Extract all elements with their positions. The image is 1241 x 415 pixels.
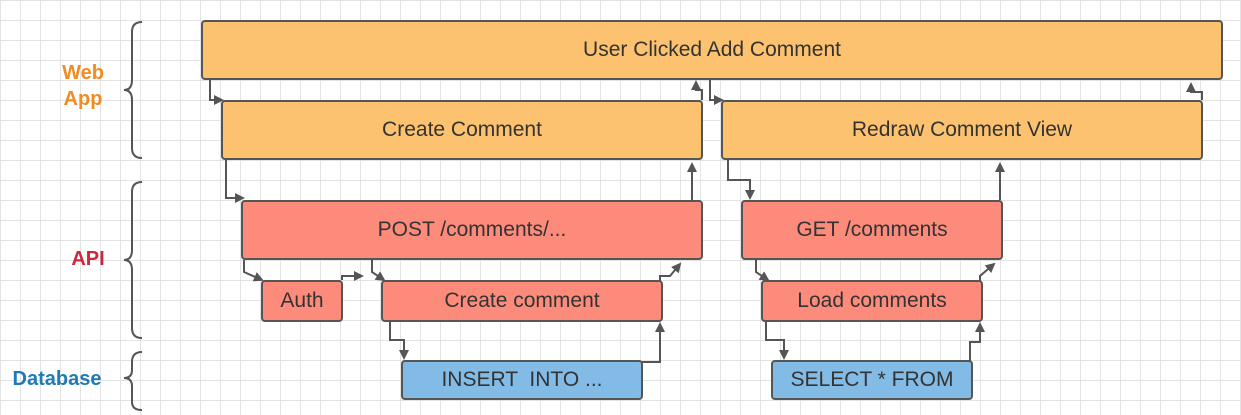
arrow-redraw-to-user [1186,82,1203,100]
webapp-brace [123,21,143,159]
node-label: SELECT * FROM [790,368,954,391]
arrow-load-to-select [765,320,789,360]
node-label: Create Comment [382,118,542,141]
node-label: INSERT INTO ... [441,368,603,391]
node-select-from: SELECT * FROM [771,360,973,400]
node-post-comments: POST /comments/... [241,200,703,260]
database-brace [123,351,143,411]
node-insert-into: INSERT INTO ... [401,360,643,400]
node-create-comment-view: Create Comment [221,100,703,160]
node-user-clicked-add-comment: User Clicked Add Comment [201,20,1223,80]
node-label: User Clicked Add Comment [583,38,841,61]
arrow-user-to-redraw [709,80,724,105]
arrow-createapi-to-post [659,262,682,282]
node-create-comment-api: Create comment [381,280,663,322]
tier-label-webapp: Web App [62,62,104,110]
node-label: Auth [280,289,324,312]
tier-label-database: Database [12,368,102,390]
node-redraw-comment-view: Redraw Comment View [721,100,1203,160]
arrow-redraw-to-get [727,160,755,200]
arrow-auth-to-post [341,271,364,281]
node-label: Redraw Comment View [851,118,1073,141]
api-brace [123,181,143,339]
arrow-create-to-user [691,80,703,100]
arrow-select-to-load [969,322,985,362]
arrow-load-to-get [979,262,996,282]
tier-label-api: API [71,248,105,270]
node-load-comments: Load comments [761,280,983,322]
arrow-post-to-auth [243,260,264,282]
node-label: GET /comments [796,218,948,241]
arrow-insert-to-createapi [642,322,665,363]
node-label: Create comment [444,289,600,312]
arrow-createapi-to-insert [389,320,409,360]
arrow-user-to-create [209,80,224,105]
node-auth: Auth [261,280,343,322]
node-label: POST /comments/... [377,218,567,241]
arrow-get-to-load [755,260,770,282]
node-get-comments: GET /comments [741,200,1003,260]
arrow-create-to-post [225,160,245,203]
arrow-post-to-createapi [371,260,386,282]
node-label: Load comments [797,289,947,312]
